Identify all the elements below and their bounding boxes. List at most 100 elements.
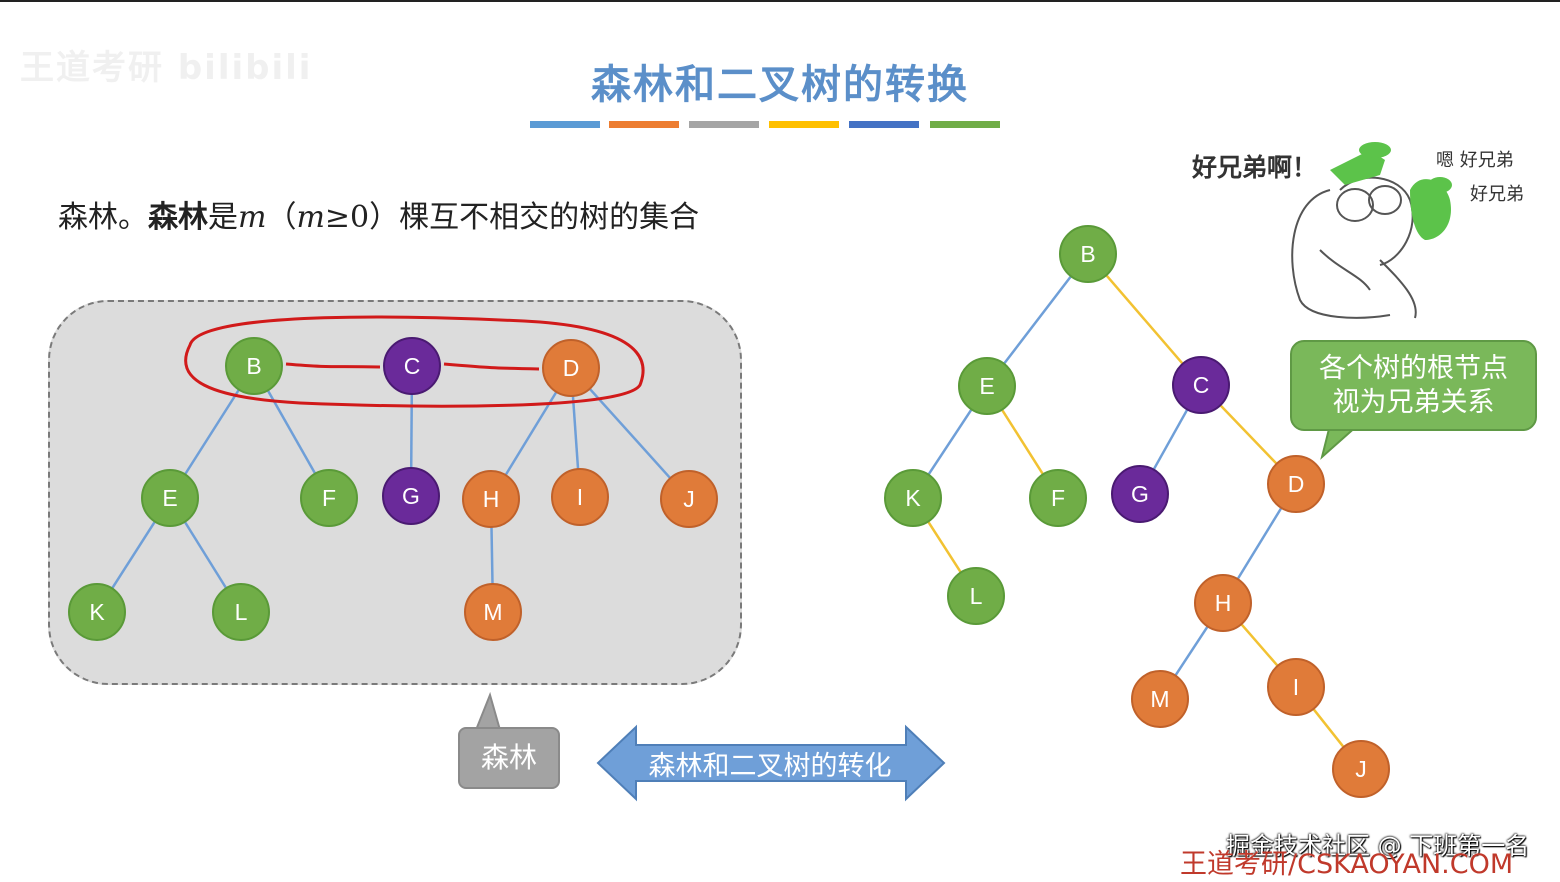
definition-cond-rest: ≥0 [324,200,370,235]
forest-edge-e-l [183,521,228,589]
bt-edge-d-h [1236,507,1283,580]
definition-cond-var: m [296,200,325,235]
node-circle [1267,455,1325,513]
bt-node-i: I [1267,658,1325,716]
conversion-arrow [596,724,946,802]
node-label: K [89,599,105,625]
watermark-site: 王道考研/CSKAOYAN.COM [1180,849,1514,880]
root-note-line2: 视为兄弟关系 [1332,387,1495,418]
title-bar-2 [609,121,679,128]
bt-node-j: J [1332,740,1390,798]
node-label: C [1193,372,1210,398]
bt-node-e: E [958,357,1016,415]
forest-edge-d-j [588,387,672,480]
watermark-top-left: 王道考研 bilibili [20,48,313,88]
definition-var-m: m [238,200,267,235]
forest-edge-h-m [490,526,494,585]
root-note-line1: 各个树的根节点 [1319,353,1508,384]
green-hat-right [1410,179,1451,240]
bt-edge-c-g [1152,408,1189,471]
meme-caption-main: 好兄弟啊！ [1192,153,1318,182]
binary-tree-edges [927,274,1345,748]
slide-title: 森林和二叉树的转换 [591,62,969,108]
bt-edge-e-f [1000,408,1045,476]
bt-node-c: C [1172,356,1230,414]
node-label: H [1215,590,1232,616]
node-circle [542,339,600,397]
forest-node-l: L [212,583,270,641]
forest-edge-b-e [183,388,241,476]
watermark-community: 掘金技术社区 @ 下班第一名 [1226,832,1530,860]
node-circle [551,468,609,526]
bt-node-l: L [947,567,1005,625]
definition-lead: 森林。 [58,200,148,235]
forest-node-m: M [464,583,522,641]
forest-node-f: F [300,469,358,527]
node-label: B [246,353,261,379]
definition-is: 是 [208,200,238,235]
node-circle [383,337,441,395]
definition-rest: 棵互不相交的树的集合 [399,200,700,235]
bt-node-d: D [1267,455,1325,513]
node-label: D [563,355,580,381]
bt-edge-b-c [1105,274,1184,365]
forest-node-c: C [383,337,441,395]
title-bar-3 [689,121,759,128]
node-circle [1111,465,1169,523]
bt-edge-e-k [927,408,973,476]
bt-node-h: H [1194,574,1252,632]
node-circle [141,469,199,527]
node-circle [462,470,520,528]
node-circle [382,467,440,525]
root-note-callout: 各个树的根节点 视为兄弟关系 [1290,340,1537,431]
node-label: I [577,484,583,510]
title-bar-5 [849,121,919,128]
node-circle [1131,670,1189,728]
node-label: G [402,483,420,509]
node-label: M [1150,686,1169,712]
title-bar-1 [530,121,600,128]
red-annotation [184,315,645,408]
sibling-link-b-c [285,362,381,369]
meme-caption-b: 好兄弟 [1470,184,1524,205]
top-border [0,0,1560,2]
node-label: J [1355,756,1367,782]
node-label: H [483,486,500,512]
node-circle [464,583,522,641]
forest-edge-b-f [266,389,317,475]
forest-node-j: J [660,470,718,528]
definition-paren-open: （ [266,200,297,235]
forest-node-b: B [225,337,283,395]
node-circle [1267,658,1325,716]
forest-node-d: D [542,339,600,397]
forest-edge-d-i [571,395,580,470]
bt-node-b: B [1059,225,1117,283]
bt-node-m: M [1131,670,1189,728]
node-circle [660,470,718,528]
green-hat-left [1330,150,1385,185]
node-circle [1172,356,1230,414]
forest-callout: 森林 [458,727,560,789]
node-label: E [979,373,994,399]
node-label: G [1131,481,1149,507]
node-label: F [322,485,336,511]
forest-node-k: K [68,583,126,641]
node-label: L [235,599,248,625]
node-label: M [483,599,502,625]
bt-edge-h-m [1174,625,1209,677]
node-circle [1194,574,1252,632]
bt-edge-i-j [1312,708,1345,748]
meme-caption-a: 嗯 好兄弟 [1436,150,1514,171]
node-circle [958,357,1016,415]
sibling-link-c-d [443,362,540,371]
forest-edge-e-k [111,520,156,590]
node-label: I [1293,674,1299,700]
bt-node-k: K [884,469,942,527]
green-hat-left-top [1359,142,1391,158]
node-circle [212,583,270,641]
node-label: F [1051,485,1065,511]
node-circle [68,583,126,641]
